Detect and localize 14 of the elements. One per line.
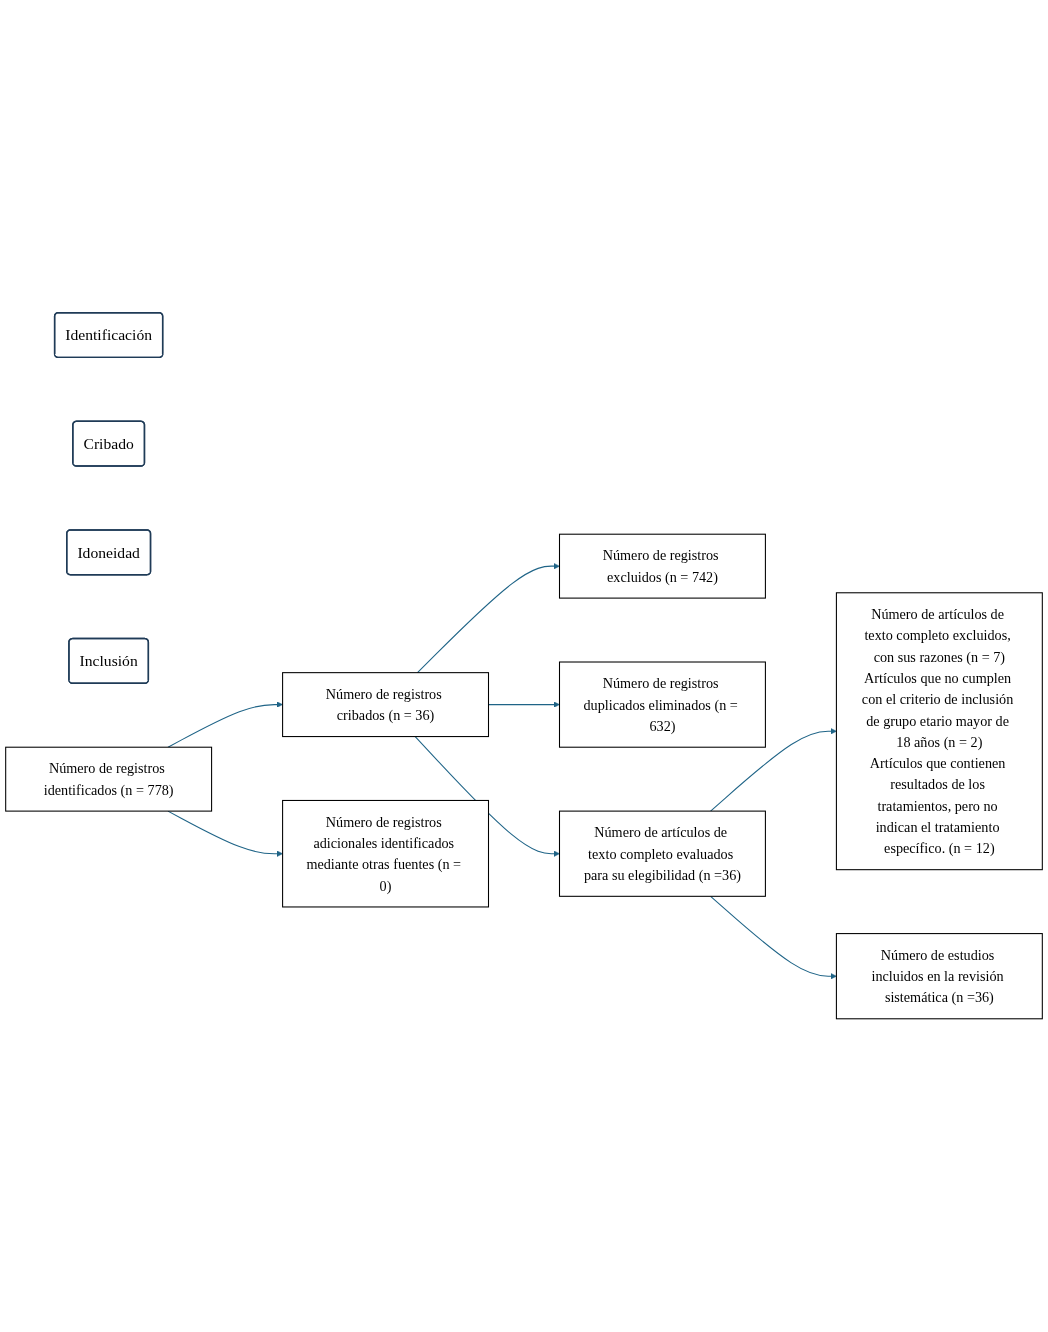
arrow (710, 728, 837, 812)
node-box: Número de estudios incluidos en la revisión sistemática (n =36) (835, 933, 1043, 1020)
arrow (710, 896, 837, 980)
node-box: Número de registros adicionales identificados mediante otras fuentes (n = 0) (282, 800, 490, 908)
arrow (167, 810, 283, 858)
node-box: Número de artículos de texto completo evaluados para su elegibilidad (n =36) (558, 810, 766, 898)
node-box: Número de artículos de texto completo excluidos, con sus razones (n = 7) Artículos que no cumplen con el criterio de inclusión de grupo etario mayor de 18 años (n = 2) Artículos que contienen resultados de los tratamientos, pero no indican el tratamiento específico. (n = 12) (835, 592, 1043, 871)
arrow (416, 563, 560, 674)
node-box: Número de registros excluidos (n = 742) (558, 533, 766, 599)
node-box: Número de registros cribados (n = 36) (282, 672, 490, 738)
node-box: Número de registros identificados (n = 778) (5, 746, 213, 812)
arrow (167, 701, 283, 748)
arrow (414, 736, 560, 858)
node-box: Número de registros duplicados eliminados (n = 632) (558, 661, 766, 748)
